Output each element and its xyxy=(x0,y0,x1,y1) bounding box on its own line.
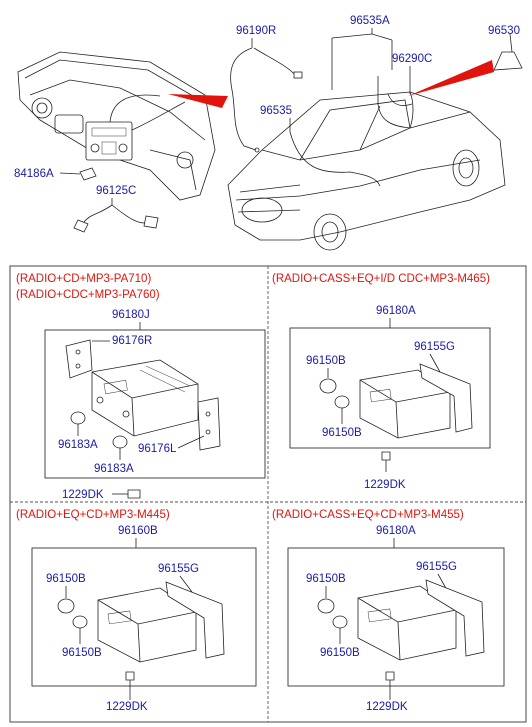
variant-line: (RADIO+CASS+EQ+I/D CDC+MP3-M465) xyxy=(272,273,490,285)
knob xyxy=(57,598,75,614)
part-label: 96176R xyxy=(112,335,152,347)
label-96535: 96535 xyxy=(260,105,292,117)
head-unit xyxy=(97,587,197,663)
part-label: 96150B xyxy=(46,573,86,585)
bracket xyxy=(165,581,225,659)
label-96535a: 96535A xyxy=(350,15,390,27)
knob xyxy=(72,615,88,629)
knob xyxy=(334,395,350,409)
variant-line: (RADIO+EQ+CD+MP3-M445) xyxy=(16,509,170,521)
part-label: 96183A xyxy=(94,463,134,475)
part-label: 96150B xyxy=(322,427,362,439)
part-label: 96176L xyxy=(138,443,177,455)
panel-pa710-pa760: (RADIO+CD+MP3-PA710) (RADIO+CDC+MP3-PA76… xyxy=(16,273,266,501)
part-label: 96150B xyxy=(306,573,346,585)
bracket-left xyxy=(65,339,93,379)
variant-line: (RADIO+CDC+MP3-PA760) xyxy=(16,289,160,301)
part-label: 96180A xyxy=(376,305,416,317)
part-label: 96183A xyxy=(58,439,98,451)
variant-line: (RADIO+CASS+EQ+CD+MP3-M455) xyxy=(272,509,464,521)
knob xyxy=(332,615,348,629)
knob xyxy=(317,598,335,614)
pointer-arrow-dash xyxy=(168,94,228,108)
bracket xyxy=(419,363,473,433)
label-96290c: 96290C xyxy=(392,53,432,65)
label-96190r: 96190R xyxy=(236,25,276,37)
screw xyxy=(125,671,135,681)
part-label: 96150B xyxy=(306,355,346,367)
head-unit xyxy=(91,359,199,437)
head-unit xyxy=(359,369,451,439)
part-label: 96155G xyxy=(416,561,457,573)
knob xyxy=(112,435,128,449)
usb-cable-96125c xyxy=(73,198,159,233)
label-96530: 96530 xyxy=(488,25,520,37)
detail-box xyxy=(44,329,266,479)
detail-box xyxy=(287,547,505,687)
dashboard-illustration xyxy=(17,51,216,201)
roof-antenna-96530 xyxy=(493,33,523,71)
part-label: 1229DK xyxy=(366,701,408,713)
screw xyxy=(381,451,391,461)
part-label: 1229DK xyxy=(106,701,148,713)
panel-m445: (RADIO+EQ+CD+MP3-M445) 96160B 96150B 961… xyxy=(16,509,257,713)
knob xyxy=(70,411,86,425)
panel-m455: (RADIO+CASS+EQ+CD+MP3-M455) 96180A 96150… xyxy=(272,509,505,713)
label-96125c: 96125C xyxy=(96,185,136,197)
part-label: 96180A xyxy=(376,525,416,537)
bracket-right xyxy=(197,397,221,451)
knob xyxy=(319,378,337,394)
detail-box xyxy=(31,547,257,687)
part-label: 96150B xyxy=(62,647,102,659)
part-label: 1229DK xyxy=(364,479,406,491)
part-label: 96180J xyxy=(112,309,150,321)
label-84186a: 84186A xyxy=(14,168,54,180)
part-label: 1229DK xyxy=(62,489,104,501)
connector-84186a xyxy=(59,167,97,181)
screw xyxy=(127,489,141,499)
part-label: 96160B xyxy=(118,525,158,537)
leader-96535a xyxy=(331,33,393,41)
part-label: 96150B xyxy=(320,647,360,659)
part-label: 96155G xyxy=(158,563,199,575)
screw xyxy=(385,671,395,681)
pointer-arrow-antenna xyxy=(408,60,494,96)
panel-m465: (RADIO+CASS+EQ+I/D CDC+MP3-M465) 96180A … xyxy=(272,273,491,491)
antenna-cable-96190r xyxy=(230,47,303,153)
bracket xyxy=(425,579,485,657)
car-illustration xyxy=(227,76,506,251)
part-label: 96155G xyxy=(414,341,455,353)
variant-line: (RADIO+CD+MP3-PA710) xyxy=(16,273,151,285)
head-unit xyxy=(357,585,457,661)
